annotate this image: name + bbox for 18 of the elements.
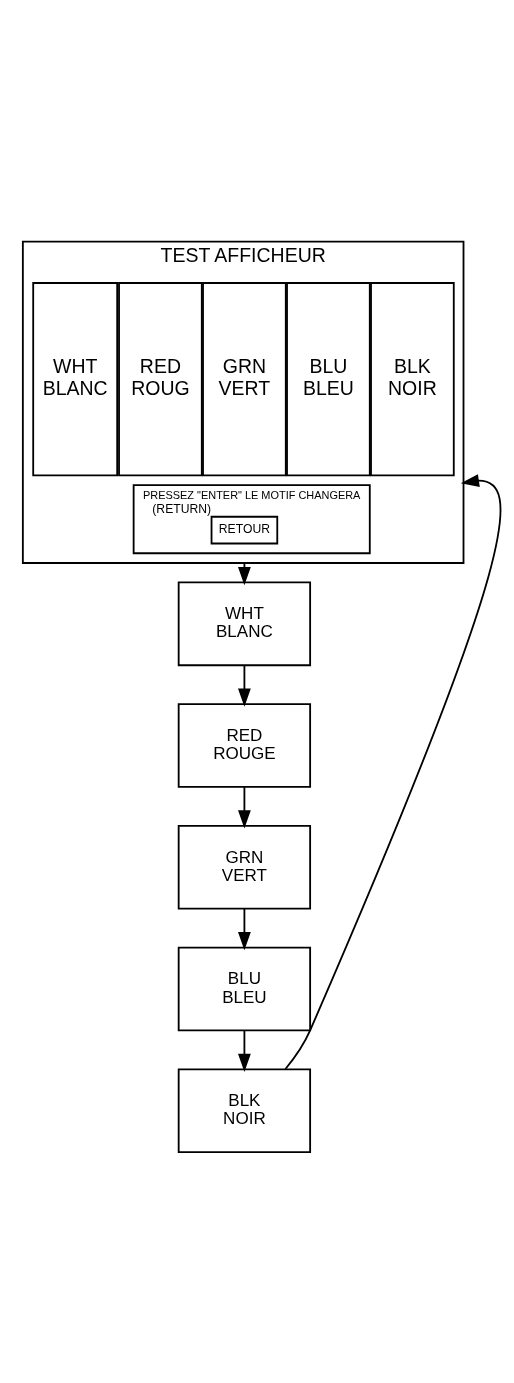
node-box: RED ROUG <box>118 281 203 476</box>
node-box: RED ROUGE <box>177 702 312 788</box>
node-box: BLU BLEU <box>286 281 371 476</box>
arrow <box>238 664 251 707</box>
node-box: BLU BLEU <box>177 946 312 1031</box>
node-box: BLK NOIR <box>177 1067 312 1153</box>
node-box: BLK NOIR <box>370 281 455 476</box>
node-box: GRN VERT <box>202 281 287 476</box>
node-label: (RETURN) <box>152 501 212 516</box>
arrow <box>238 785 251 828</box>
arrow <box>238 1029 251 1072</box>
node-box: GRN VERT <box>177 824 312 910</box>
node-box: WHT BLANC <box>32 281 119 476</box>
arrow <box>238 907 251 950</box>
node-box: WHT BLANC <box>177 581 312 666</box>
arrow <box>284 473 502 1070</box>
arrow <box>238 561 251 585</box>
node-box: RETOUR <box>210 515 279 544</box>
